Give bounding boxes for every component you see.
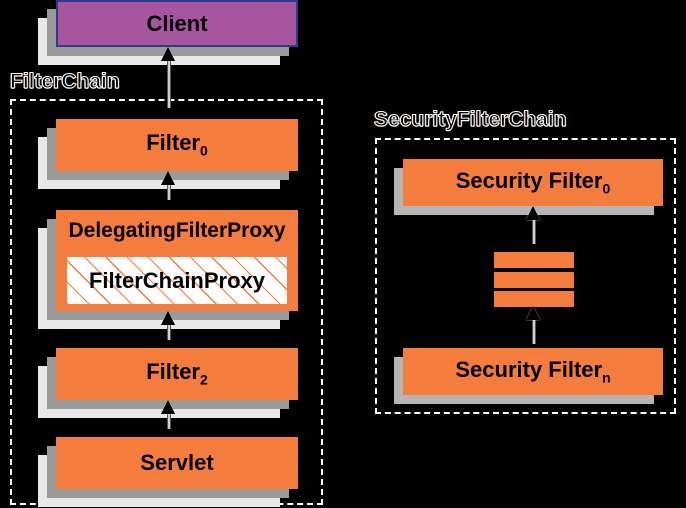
- node-security-filter-n[interactable]: Security Filtern: [394, 348, 663, 404]
- node-filter-chain-proxy[interactable]: FilterChainProxy: [65, 255, 289, 306]
- connector-shaft: [532, 216, 536, 245]
- node-delegating-filter-proxy[interactable]: DelegatingFilterProxy FilterChainProxy: [38, 210, 298, 329]
- security-filter0-label: Security Filter0: [455, 167, 611, 197]
- arrowhead-up: [526, 306, 540, 320]
- security-filtern-subscript: n: [602, 369, 611, 386]
- elided-filter-bar: [494, 252, 574, 268]
- arrowhead-up: [161, 47, 175, 61]
- security-filtern-label: Security Filtern: [455, 356, 611, 386]
- connector-client-filter0: [161, 47, 183, 123]
- group-box-securityfilterchain: [375, 138, 676, 414]
- node-client[interactable]: Client: [38, 0, 298, 65]
- filter-chain-proxy-label: FilterChainProxy: [88, 267, 266, 293]
- connector-filter0-dfp: [161, 171, 183, 215]
- node-filter-0[interactable]: Filter0: [38, 119, 298, 189]
- client-face: Client: [56, 0, 298, 47]
- group-label-filterchain: FilterChain: [10, 70, 121, 94]
- connector-shaft: [167, 410, 171, 430]
- node-filter-2[interactable]: Filter2: [38, 348, 298, 418]
- filter2-face: Filter2: [56, 348, 298, 400]
- connector-shaft: [167, 321, 171, 341]
- group-label-securityfilterchain: SecurityFilterChain: [374, 108, 568, 132]
- security-filtern-face: Security Filtern: [403, 348, 663, 395]
- dfp-face: DelegatingFilterProxy FilterChainProxy: [56, 210, 298, 311]
- arrowhead-up: [526, 206, 540, 220]
- filter0-face: Filter0: [56, 119, 298, 171]
- elided-filter-bar: [494, 291, 574, 307]
- filter0-label: Filter0: [146, 130, 208, 159]
- connector-shaft: [167, 181, 171, 201]
- client-label: Client: [146, 10, 208, 36]
- filter0-subscript: 0: [200, 142, 208, 159]
- arrowhead-up: [161, 311, 175, 325]
- node-servlet[interactable]: Servlet: [38, 437, 298, 507]
- arrowhead-up: [161, 171, 175, 185]
- connector-filterchainproxy-to-securitychain: [361, 264, 376, 282]
- servlet-face: Servlet: [56, 437, 298, 489]
- connector-shaft: [167, 57, 171, 109]
- filter2-subscript: 2: [200, 371, 208, 388]
- security-filter0-subscript: 0: [602, 180, 611, 197]
- filter2-label: Filter2: [146, 359, 208, 388]
- node-security-filter-0[interactable]: Security Filter0: [394, 159, 663, 215]
- servlet-label: Servlet: [140, 450, 214, 475]
- delegating-filter-proxy-label: DelegatingFilterProxy: [68, 218, 286, 242]
- security-filter0-face: Security Filter0: [403, 159, 663, 206]
- elided-filter-bar: [494, 272, 574, 288]
- connector-securityfilter0-bars: [526, 206, 548, 259]
- connector-shaft: [532, 316, 536, 345]
- arrowhead-up: [161, 400, 175, 414]
